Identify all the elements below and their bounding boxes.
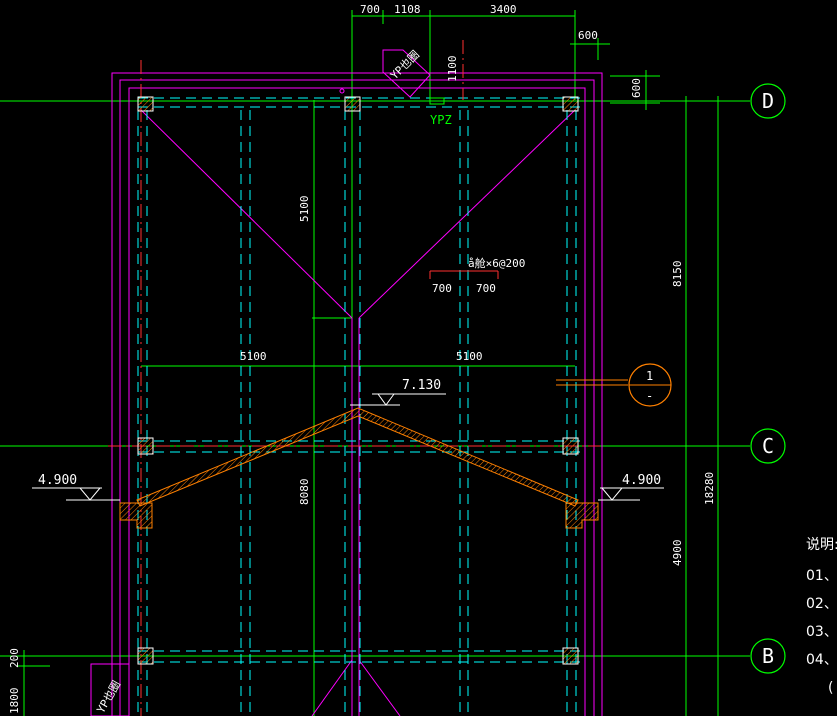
column xyxy=(137,437,154,455)
level-mark-left: 4.900 xyxy=(32,473,120,501)
top-dim-3: 3400 xyxy=(490,3,517,16)
eave-level-left: 4.900 xyxy=(38,473,77,488)
span-vertical-mid: 8080 xyxy=(298,479,311,506)
grid-axis-lines xyxy=(0,10,750,716)
column xyxy=(344,96,361,112)
ypz-skew-bottom-tag: YP也圈 xyxy=(94,678,123,715)
top-dim-5: 1100 xyxy=(446,56,459,83)
grid-bubble-b: B xyxy=(750,638,786,674)
top-dim-6: 600 xyxy=(630,78,643,98)
column xyxy=(562,647,579,665)
right-dim-upper: 8150 xyxy=(671,261,684,288)
top-dim-4: 600 xyxy=(578,29,598,42)
right-dim-total: 18280 xyxy=(703,472,716,505)
span-horizontal-right: 5100 xyxy=(456,350,483,363)
note-item: ( xyxy=(828,680,833,696)
level-mark-right: 4.900 xyxy=(598,473,664,501)
column xyxy=(562,437,579,455)
rebar-right: 700 xyxy=(476,282,496,295)
grid-bubble-c: C xyxy=(750,428,786,464)
notes-block: 说明: 01、 02、 03、 04、 ( xyxy=(806,537,837,696)
rebar-text: å舱×6@200 xyxy=(468,256,525,270)
ypz-skew-bottom-label: YP也圈 xyxy=(94,678,123,715)
column xyxy=(562,96,579,112)
eave-level-right: 4.900 xyxy=(622,473,661,488)
ypz-label: YPZ xyxy=(430,113,452,127)
ypz-marker xyxy=(429,97,445,105)
notes-title: 说明: xyxy=(806,537,837,553)
level-mark-ridge: 7.130 xyxy=(350,378,446,406)
wall-outlines xyxy=(90,72,603,716)
top-dim-2: 1108 xyxy=(394,3,421,16)
grid-bubble-d: D xyxy=(750,83,786,119)
right-dim-lower: 4900 xyxy=(671,540,684,567)
rebar-annotation: å舱×6@200 700 700 xyxy=(429,256,525,295)
left-dimension-lines xyxy=(18,650,50,716)
grid-label-c: C xyxy=(762,434,774,458)
ridge-level: 7.130 xyxy=(402,378,441,393)
grid-label-b: B xyxy=(762,644,774,668)
left-dim-200: 200 xyxy=(8,648,21,668)
note-item: 04、 xyxy=(806,652,837,668)
note-item: 03、 xyxy=(806,624,837,640)
right-dimension-lines xyxy=(680,96,724,716)
ypz-skew-top-label: YP也圈 xyxy=(388,48,422,82)
roof-section xyxy=(119,407,599,529)
grid-label-d: D xyxy=(762,89,774,113)
column xyxy=(137,96,154,112)
span-vertical-top: 5100 xyxy=(298,196,311,223)
note-item: 02、 xyxy=(806,596,837,612)
top-dim-1: 700 xyxy=(360,3,380,16)
top-dimension-lines xyxy=(351,10,660,110)
red-axis-lines xyxy=(108,40,600,716)
column xyxy=(137,647,154,665)
columns xyxy=(137,96,579,665)
note-item: 01、 xyxy=(806,568,837,584)
span-horizontal-left: 5100 xyxy=(240,350,267,363)
section-mark: 1 - xyxy=(556,363,672,407)
beam-dashed-lines xyxy=(137,97,580,716)
section-number: 1 xyxy=(646,369,653,383)
small-circle-marker xyxy=(339,88,345,94)
section-sheet: - xyxy=(646,389,653,403)
rebar-left: 700 xyxy=(432,282,452,295)
left-dim-1800: 1800 xyxy=(8,688,21,715)
